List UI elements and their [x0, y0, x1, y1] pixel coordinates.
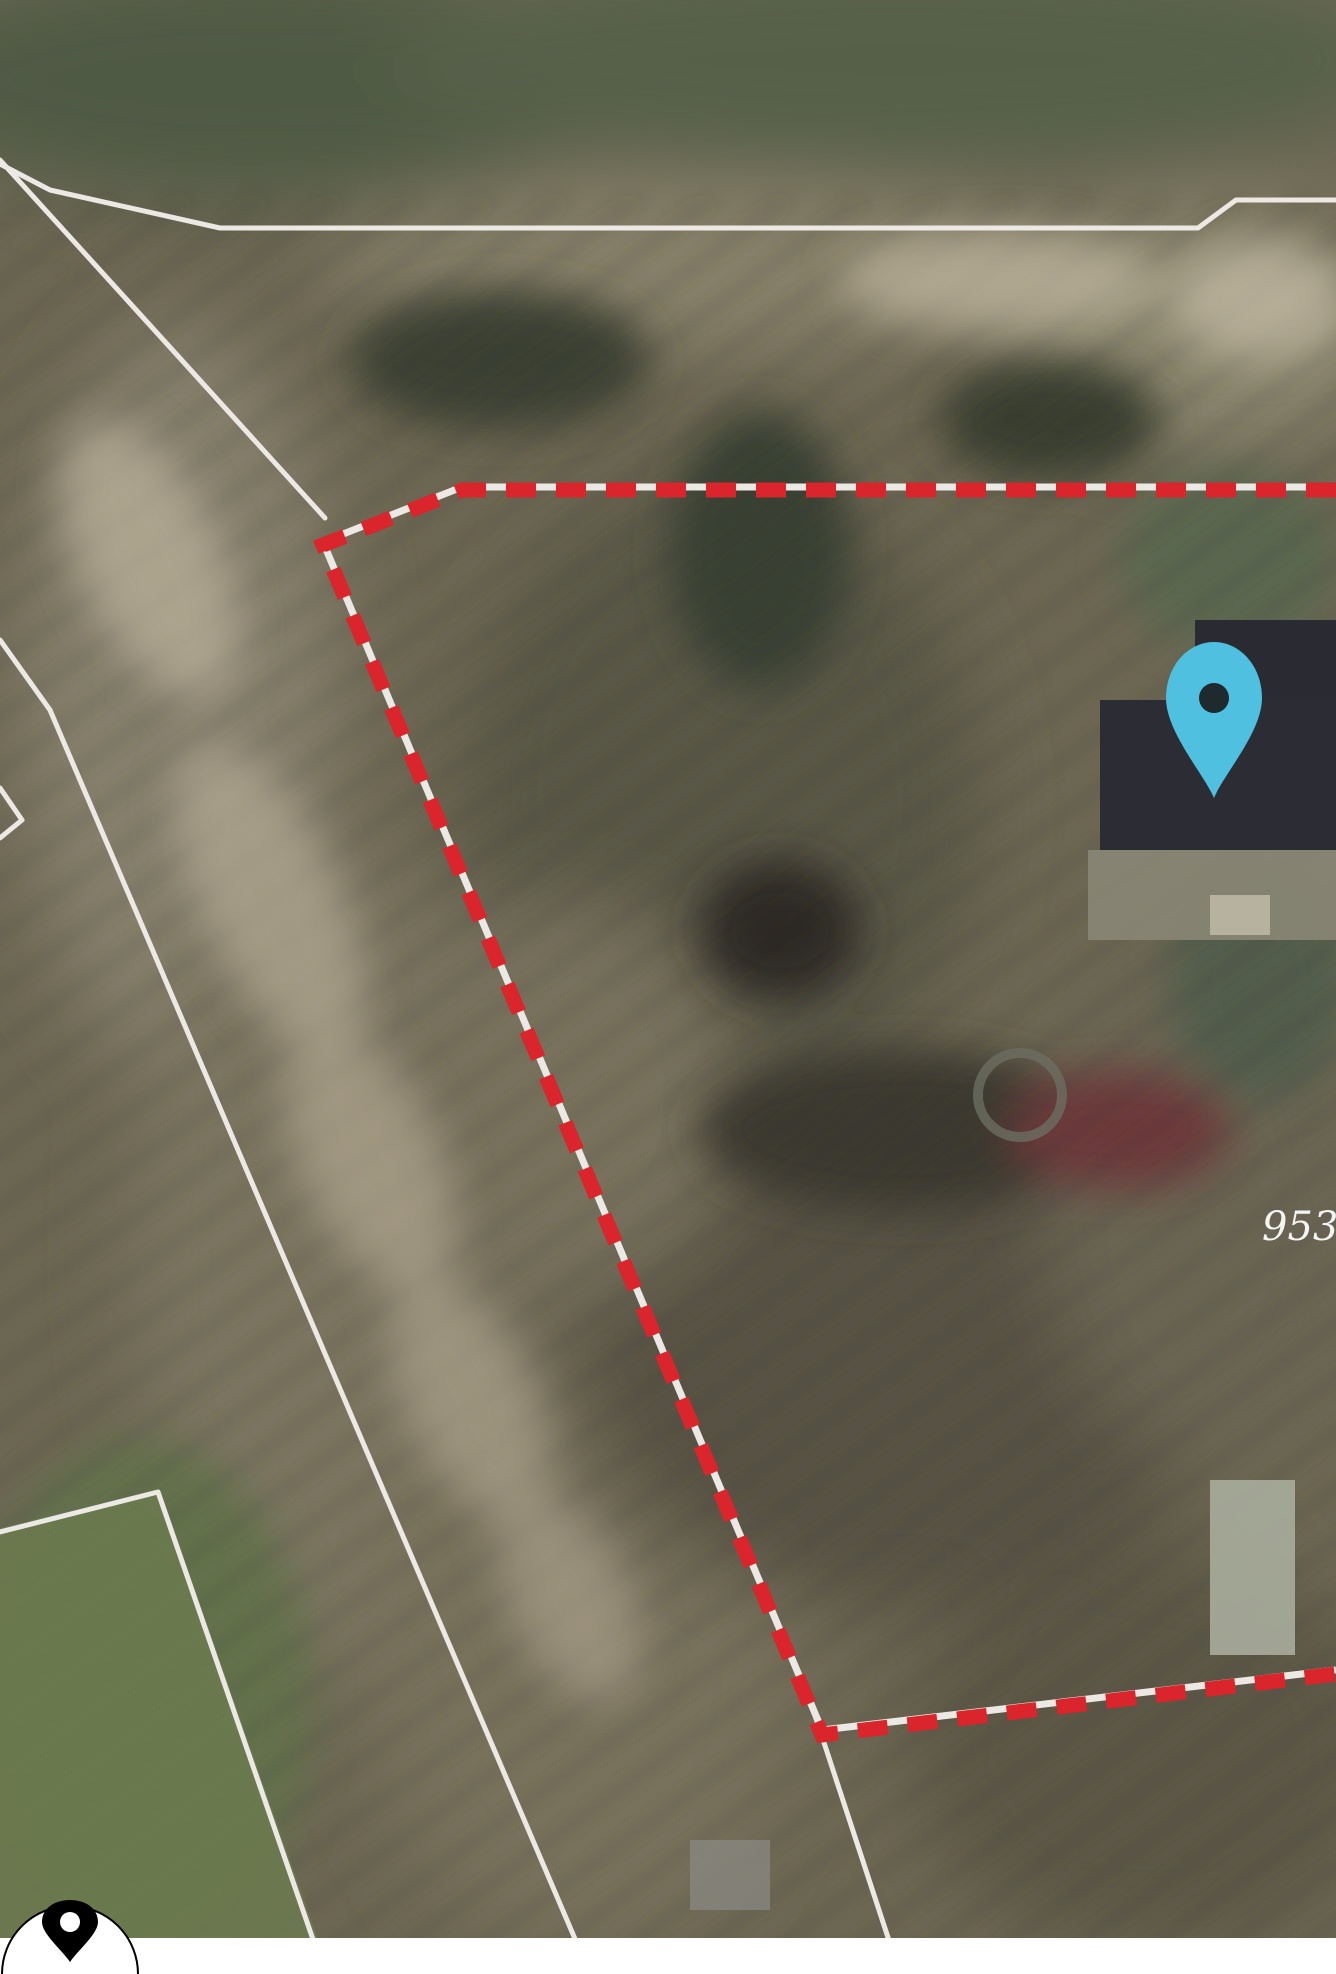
footer-strip	[0, 1938, 1336, 1974]
parcel-boundary	[313, 482, 1336, 1744]
map-pin-icon[interactable]	[1166, 642, 1262, 798]
parcel-lines	[0, 157, 1336, 1974]
address-label: 953	[1262, 1204, 1336, 1250]
map-pin-icon	[0, 1898, 140, 1974]
